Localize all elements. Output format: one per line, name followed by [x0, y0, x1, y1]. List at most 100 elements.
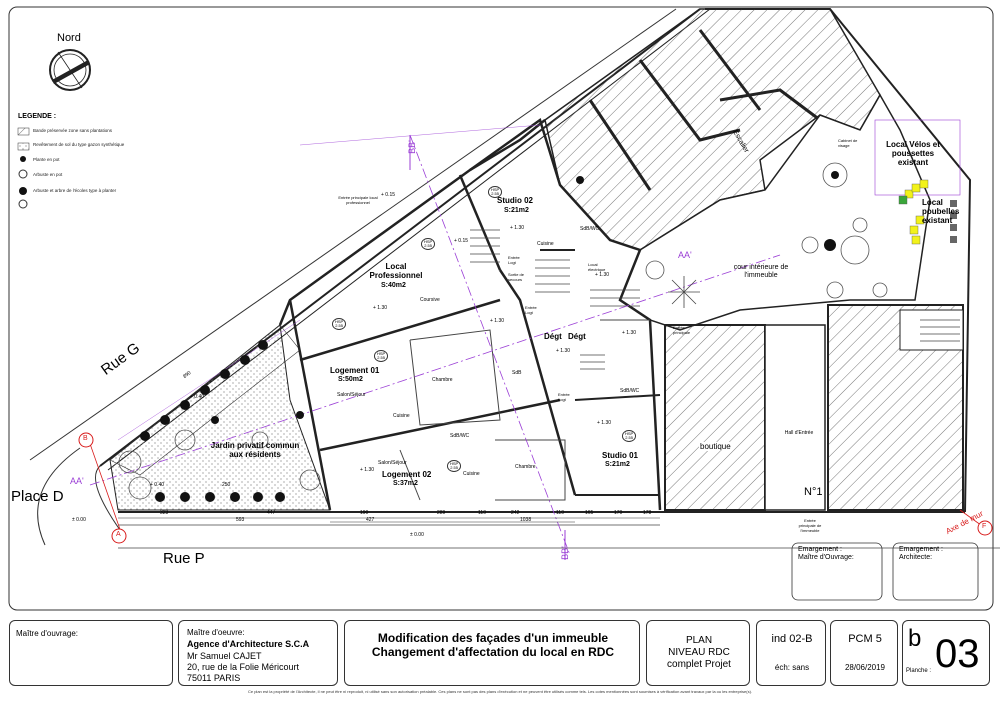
legend-item: Revêtement de sol du type gazon synthéti…: [33, 142, 125, 147]
dimension: 242: [511, 510, 520, 516]
signature-architect-title: Emargement :: [899, 546, 943, 553]
palm-tree-icon: [668, 276, 700, 308]
level-mark: ± 0.00: [72, 517, 86, 523]
level-mark: + 0.15: [381, 192, 396, 198]
dimension: 110: [556, 510, 564, 516]
dimension: 190: [360, 510, 369, 516]
label-local-elec: Local électrique: [588, 262, 606, 272]
room-boutique-name: boutique: [699, 442, 732, 451]
legend-swatches: [17, 127, 30, 209]
title-block-index: ind 02-B éch: sans: [756, 620, 826, 686]
room-logement01-area: S:50m2: [338, 376, 363, 383]
architect-agency: Agence d'Architecture S.C.A: [187, 639, 310, 649]
dimension: 593: [236, 517, 245, 523]
signature-owner-sub: Maître d'Ouvrage:: [798, 554, 854, 561]
compass-label: Nord: [57, 32, 81, 44]
room-logement01-name: Logement 01: [330, 366, 380, 375]
building-outline-new: [278, 117, 662, 511]
level-mark: + 1.30: [556, 348, 571, 354]
room-studio02-area: S:21m2: [504, 207, 529, 214]
room-logement02-area: S:37m2: [393, 480, 418, 487]
room-jardin-name: Jardin privatif commun aux résidents: [210, 441, 300, 459]
dimension: 110: [478, 510, 486, 516]
owner-label: Maître d'ouvrage:: [16, 629, 79, 638]
label-entree-pro: Entrée principale local professionnel: [338, 195, 378, 205]
courtyard: [619, 93, 931, 331]
level-mark: + 1.30: [360, 467, 375, 473]
section-label-bb-bottom: BB': [559, 546, 570, 560]
label-entree-logt-3: Entrée Logt: [558, 392, 570, 402]
dimension: 170: [614, 510, 623, 516]
label-sdb-1: SdB: [512, 370, 522, 376]
label-chambre-2: Chambre: [515, 464, 536, 470]
plan-title-2: NIVEAU RDC: [668, 647, 730, 658]
architect-city: 75011 PARIS: [187, 673, 241, 683]
plan-title-3: complet Projet: [667, 659, 731, 670]
section-line-ab: [87, 437, 123, 536]
label-cuisine-2: Cuisine: [463, 471, 480, 477]
room-numero: N°1: [804, 486, 823, 498]
planche-label: Planche :: [906, 668, 932, 674]
section-label-aa-left: AA': [70, 476, 84, 486]
room-local-pro-name: Local Professionnel: [369, 262, 423, 280]
dimension: 1038: [520, 517, 532, 523]
room-hall: Hall d'Entrée: [784, 430, 814, 436]
dimension: 427: [366, 517, 375, 523]
level-mark: + 1.30: [510, 225, 525, 231]
permit-value: PCM 5: [848, 633, 882, 645]
dimension: 289: [437, 510, 446, 516]
place-d-curb: [37, 447, 81, 546]
label-sdb-4: SdB/WC: [620, 388, 640, 394]
section-line-bb: [409, 134, 571, 556]
signature-owner-title: Emargement :: [798, 546, 842, 553]
boutique-hatch: [664, 324, 766, 511]
dimension: 165: [585, 510, 594, 516]
label-sdb-2: SdB/WC: [450, 433, 470, 439]
level-mark: ± 0.00: [410, 532, 424, 538]
label-entree-logt-1: Entrée Logt: [508, 255, 520, 265]
label-cuisine-3: Cuisine: [537, 241, 554, 247]
footer-disclaimer: Ce plan est la propriété de l'Architecte…: [247, 689, 753, 694]
legend-title: LEGENDE :: [18, 113, 57, 120]
plan-title-1: PLAN: [685, 635, 713, 646]
room-cour-name: cour intérieure de l'immeuble: [733, 264, 789, 279]
level-mark: + 1.30: [373, 305, 388, 311]
sheet-frame: [8, 6, 994, 611]
room-studio01-name: Studio 01: [602, 451, 639, 460]
room-degt-2: Dégt: [568, 332, 586, 341]
section-letter-b: B: [83, 435, 88, 442]
section-label-aa-right: AA': [678, 250, 692, 260]
title-block-owner: Maître d'ouvrage:: [9, 620, 173, 686]
level-mark: + 0.15: [454, 238, 469, 244]
section-label-bb-top: BB': [406, 140, 417, 154]
index-value: ind 02-B: [771, 633, 813, 645]
legend-item: Arbuste en pot: [33, 172, 63, 177]
level-mark: + 1.30: [595, 272, 610, 278]
room-degt-1: Dégt: [544, 332, 562, 341]
title-block-project: Modification des façades d'un immeuble C…: [344, 620, 640, 686]
label-chambre-1: Chambre: [432, 377, 453, 383]
architect-name: Mr Samuel CAJET: [187, 651, 262, 661]
label-entree-immeuble: Entrée principale de l'immeuble: [798, 518, 822, 533]
sheet-letter: b: [908, 625, 922, 652]
label-cuisine-1: Cuisine: [393, 413, 410, 419]
label-sdb-3: SdB/WC: [580, 226, 600, 232]
room-poubelles-name: Local poubelles existant: [922, 198, 960, 225]
garden-shrubs: [140, 171, 839, 502]
dimension: 250: [222, 482, 231, 488]
room-velos-name: Local Vélos et poussettes existant: [886, 140, 940, 167]
label-cabinet: Cabinet de visage: [838, 138, 858, 148]
title-block-plan: PLAN NIVEAU RDC complet Projet: [646, 620, 750, 686]
staircase-north: [470, 229, 500, 263]
level-mark: + 1.30: [622, 330, 637, 336]
staircase-east: [920, 319, 960, 342]
project-title-1: Modification des façades d'un immeuble: [377, 631, 609, 645]
title-block-sheet: b 03 Planche :: [902, 620, 990, 686]
